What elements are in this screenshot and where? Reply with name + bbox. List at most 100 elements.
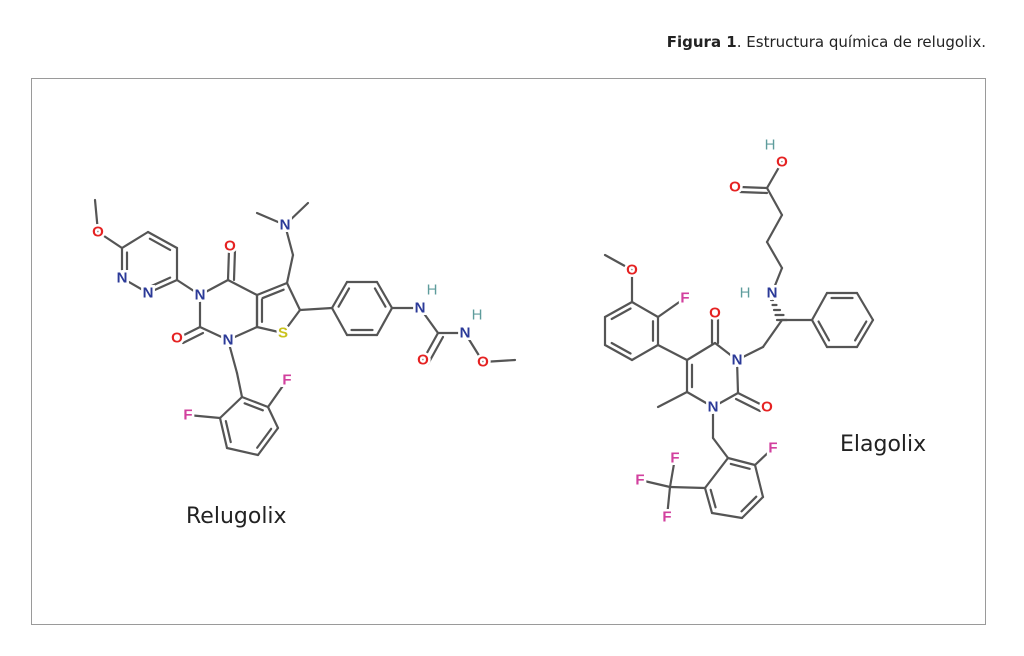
bond [198,325,230,342]
bond [703,486,714,515]
bond [481,358,517,364]
bond [810,318,829,349]
bond [226,278,259,297]
atom-f: F [670,450,679,467]
elagolix-label: Elagolix [840,432,926,457]
atom-h: H [765,137,776,154]
bond [146,278,179,295]
bond [656,390,689,409]
relugolix-label: Relugolix [186,504,287,529]
bond [120,230,150,250]
bond [770,266,784,295]
atom-h: H [472,307,483,324]
bond [256,427,273,449]
bond [261,288,285,300]
bond [375,280,394,310]
bond [810,291,829,322]
atom-f: F [183,407,192,424]
bond [656,296,687,319]
atom-o: O [224,238,236,255]
bond [817,320,831,342]
bond [283,223,295,257]
bond [96,230,124,250]
atom-n: N [708,399,719,416]
bond [218,395,244,420]
bond [665,485,672,519]
bond [855,318,875,349]
atom-n: N [117,270,128,287]
bond [753,446,775,467]
atom-f: F [768,440,777,457]
bond [668,485,707,490]
bond [740,495,765,520]
bonds [93,160,875,520]
bond [224,419,232,444]
atom-n: N [280,217,291,234]
atom-o: O [729,179,741,196]
bond [232,248,237,282]
bond [738,185,769,190]
bond [148,276,172,288]
bond [709,488,717,509]
bond [181,331,205,345]
bond [638,478,672,489]
bond [281,308,302,335]
atom-n: N [767,285,778,302]
bond [148,237,172,252]
figure-frame [31,78,986,625]
bond [753,463,765,499]
bond [603,300,634,319]
bond [734,397,762,413]
bond [713,341,739,362]
bond [603,343,634,362]
bond [226,248,231,282]
atom-h: H [427,282,438,299]
bond [710,511,744,520]
bond [853,320,868,342]
atom-f: F [282,372,291,389]
atom-o: O [626,262,638,279]
bond [630,343,660,362]
bond [235,371,244,399]
bond [738,190,769,195]
bond [740,495,758,513]
atom-f: F [662,509,671,526]
bond [218,416,229,450]
bond [765,186,784,217]
bond [255,281,289,297]
bond [337,287,351,308]
bond [685,390,715,409]
bond [226,325,259,342]
atom-o: O [776,154,788,171]
bond [426,335,445,366]
bond [711,436,730,460]
atom-n: N [732,352,743,369]
bond [418,306,440,335]
bond [256,426,280,457]
bond [610,307,632,321]
bond [735,358,740,395]
bond [375,306,394,337]
atom-n: N [223,332,234,349]
bond [285,281,302,312]
atom-h: H [740,285,751,302]
atom-o: O [171,330,183,347]
bond [630,300,660,319]
relugolix-structure: O N N N O O N S N N H O N H O F F Relugo… [90,214,492,529]
atom-n: N [195,287,206,304]
bond [765,160,784,190]
bond [225,446,260,457]
bond [298,306,334,312]
bond [656,343,689,362]
bond [463,331,485,364]
atom-n: N [143,285,154,302]
bond [421,331,440,362]
atom-o: O [477,354,489,371]
bond [735,345,765,362]
bond [255,211,287,227]
atom-o: O [761,399,773,416]
bond [685,341,717,362]
bond [198,278,230,297]
bond [330,306,349,337]
